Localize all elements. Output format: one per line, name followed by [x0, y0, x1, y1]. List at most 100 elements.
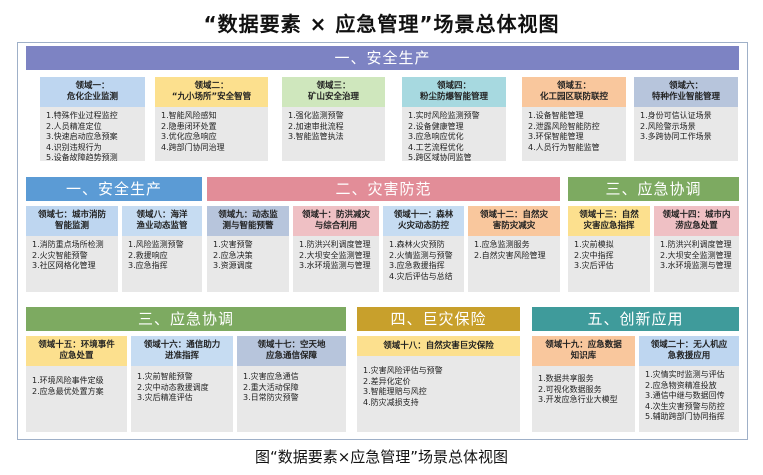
- domain-item: 1.设备智能管理: [528, 111, 584, 120]
- domain-item: 4.人员行为智能监管: [528, 142, 600, 152]
- domain-item: 2.设备健康管理: [408, 121, 464, 131]
- domain-card-14: 领域十四：城市内 涝应急处置 1.防洪兴利调度管理 2.大坝安全监测管理 3.水…: [654, 206, 739, 292]
- domain-card-6: 领域六： 特种作业智能管理 1.身份可信认证场景 2.风险警示场景 3.多跨协同…: [634, 77, 738, 161]
- domain-card-header: 领域二： “九小场所”安全智管: [155, 77, 268, 107]
- domain-item: 2.大坝安全监测管理: [660, 250, 732, 260]
- domain-item: 1.实时风险监测预警: [408, 111, 480, 120]
- domain-card-header: 领域十一：森林 火灾动态防控: [383, 206, 464, 236]
- domain-items: 1.身份可信认证场景 2.风险警示场景 3.多跨协同工作场景: [640, 111, 736, 143]
- domain-card-header: 领域十五：环境事件 应急处置: [26, 336, 127, 366]
- domain-item: 5.设备故障趋势预测: [46, 153, 118, 162]
- domain-card-17: 领域十七：空天地 应急通信保障 1.灾害应急通信 2.重大活动保障 3.日常防灾…: [237, 336, 346, 432]
- domain-card-header: 领域五： 化工园区联防联控: [522, 77, 626, 107]
- domain-name: 涝应急处置: [675, 221, 718, 231]
- domain-item: 2.火情监测与预警: [389, 250, 453, 260]
- band-catastrophe-insurance: 四、巨灾保险: [357, 307, 520, 331]
- domain-name: 灾害应急指挥: [583, 221, 635, 231]
- domain-items: 1.消防重点场所检测 2.火灾智能预警 3.社区网格化管理: [32, 240, 116, 272]
- domain-item: 2.灾中动态救援调度: [137, 382, 209, 392]
- band-safety-left: 一、安全生产: [26, 177, 202, 201]
- domain-item: 1.防洪兴利调度管理: [660, 240, 732, 249]
- domain-name: 知识库: [570, 351, 597, 361]
- domain-item: 3.应急响应优化: [408, 132, 464, 141]
- domain-card-18: 领域十八：自然灾害巨灾保险 1.灾害风险评估与预警 2.差异化定价 3.智能理赔…: [357, 336, 520, 432]
- domain-item: 3.多跨协同工作场景: [640, 132, 712, 141]
- domain-name: 应急通信保障: [265, 351, 317, 361]
- domain-item: 1.灾害应急通信: [243, 372, 299, 381]
- domain-label: 领域十三：自然: [579, 210, 639, 220]
- band-safety-top: 一、安全生产: [26, 46, 739, 70]
- domain-label: 领域四：: [436, 81, 471, 91]
- domain-item: 4.识别违规行为: [46, 142, 102, 152]
- domain-item: 2.大坝安全监测管理: [299, 250, 371, 260]
- domain-card-header: 领域二十：无人机应 急救援应用: [639, 336, 739, 366]
- domain-name: “九小场所”安全智管: [171, 92, 252, 102]
- domain-item: 1.灾害预警: [213, 240, 253, 249]
- domain-label: 领域十七：空天地: [257, 340, 326, 350]
- domain-name: 化工园区联防联控: [539, 92, 608, 102]
- domain-item: 2.灾中指挥: [574, 250, 614, 260]
- domain-item: 2.应急决策: [213, 250, 253, 260]
- domain-card-header: 领域六： 特种作业智能管理: [634, 77, 738, 107]
- domain-card-header: 领域十二：自然灾 害防灾减灾: [468, 206, 560, 236]
- domain-card-13: 领域十三：自然 灾害应急指挥 1.灾前模拟 2.灾中指挥 3.灾后评估: [568, 206, 650, 292]
- domain-name: 粉尘防爆智能管理: [419, 92, 488, 102]
- domain-item: 2.自然灾害风险管理: [474, 250, 546, 260]
- domain-item: 1.特殊作业过程监控: [46, 111, 118, 120]
- domain-items: 1.风险监测预警 2.救援响应 3.应急指挥: [128, 240, 200, 272]
- domain-label: 领域二：: [194, 81, 229, 91]
- domain-label: 领域十一：森林: [393, 210, 454, 220]
- domain-item: 2.应急物资精准投放: [645, 380, 717, 390]
- domain-name: 智能监测: [54, 221, 89, 231]
- domain-item: 1.灾前模拟: [574, 240, 614, 249]
- domain-item: 4.次生灾害预警与防控: [645, 401, 725, 411]
- domain-item: 2.应急最优处置方案: [32, 386, 104, 396]
- domain-item: 2.救援响应: [128, 250, 168, 260]
- domain-label: 领域五：: [556, 81, 591, 91]
- domain-items: 1.森林火灾预防 2.火情监测与预警 3.应急救援指挥 4.灾后评估与总结: [389, 240, 462, 282]
- domain-item: 1.防洪兴利调度管理: [299, 240, 371, 249]
- domain-items: 1.设备智能管理 2.泄露风险智能防控 3.环保智能管理 4.人员行为智能监管: [528, 111, 624, 153]
- domain-card-10: 领域十：防洪减灾 与综合利用 1.防洪兴利调度管理 2.大坝安全监测管理 3.水…: [293, 206, 379, 292]
- domain-label: 领域十：防洪减灾: [301, 210, 370, 220]
- domain-card-header: 领域十四：城市内 涝应急处置: [654, 206, 739, 236]
- domain-item: 1.智能风险感知: [161, 111, 217, 120]
- domain-item: 3.灾后精准评估: [137, 393, 193, 402]
- domain-card-16: 领域十六：通信助力 进准指挥 1.灾前智能预警 2.灾中动态救援调度 3.灾后精…: [131, 336, 233, 432]
- domain-label: 领域十五：环境事件: [38, 340, 115, 350]
- domain-item: 1.强化监测预警: [288, 111, 344, 120]
- domain-items: 1.灾前智能预警 2.灾中动态救援调度 3.灾后精准评估: [137, 372, 231, 404]
- domain-item: 1.风险监测预警: [128, 240, 184, 249]
- domain-item: 2.风险警示场景: [640, 121, 696, 131]
- domain-card-9: 领域九：动态监 测与智能预警 1.灾害预警 2.应急决策 3.资源调度: [207, 206, 289, 292]
- domain-card-header: 领域一： 危化企业监测: [40, 77, 145, 107]
- domain-items: 1.强化监测预警 2.加速审批流程 3.智能监管执法: [288, 111, 383, 143]
- domain-item: 2.重大活动保障: [243, 382, 299, 392]
- domain-items: 1.智能风险感知 2.隐患闭环处置 3.优化应急响应 4.跨部门协同治理: [161, 111, 266, 153]
- domain-card-12: 领域十二：自然灾 害防灾减灾 1.应急监测服务 2.自然灾害风险管理: [468, 206, 560, 292]
- domain-item: 1.灾前智能预警: [137, 372, 193, 381]
- domain-card-2: 领域二： “九小场所”安全智管 1.智能风险感知 2.隐患闭环处置 3.优化应急…: [155, 77, 268, 161]
- domain-item: 5.跨区域协同监管: [408, 153, 472, 162]
- domain-item: 2.差异化定价: [363, 376, 411, 386]
- domain-name: 矿山安全治理: [307, 92, 359, 102]
- domain-item: 3.应急指挥: [128, 261, 168, 270]
- domain-item: 2.泄露风险智能防控: [528, 121, 600, 131]
- domain-item: 4.跨部门协同治理: [161, 142, 225, 152]
- domain-item: 1.灾情实时监测与评估: [645, 370, 725, 379]
- domain-item: 3.水环境监测与管理: [660, 261, 732, 270]
- domain-item: 3.水环境监测与管理: [299, 261, 371, 270]
- domain-card-header: 领域十：防洪减灾 与综合利用: [293, 206, 379, 236]
- domain-items: 1.灾前模拟 2.灾中指挥 3.灾后评估: [574, 240, 648, 272]
- domain-card-8: 领域八：海洋 渔业动态监管 1.风险监测预警 2.救援响应 3.应急指挥: [122, 206, 202, 292]
- domain-card-header: 领域八：海洋 渔业动态监管: [122, 206, 202, 236]
- domain-label: 领域一：: [75, 81, 110, 91]
- domain-items: 1.环境风险事件定级 2.应急最优处置方案: [32, 376, 125, 397]
- band-innovation: 五、创新应用: [532, 307, 739, 331]
- domain-item: 2.可视化数据服务: [538, 384, 602, 394]
- domain-name: 渔业动态监管: [136, 221, 188, 231]
- domain-card-3: 领域三： 矿山安全治理 1.强化监测预警 2.加速审批流程 3.智能监管执法: [282, 77, 385, 161]
- domain-item: 5.辅助跨部门协同指挥: [645, 412, 725, 421]
- domain-card-header: 领域十三：自然 灾害应急指挥: [568, 206, 650, 236]
- domain-card-19: 领域十九：应急数据 知识库 1.数据共享服务 2.可视化数据服务 3.开发应急行…: [532, 336, 635, 432]
